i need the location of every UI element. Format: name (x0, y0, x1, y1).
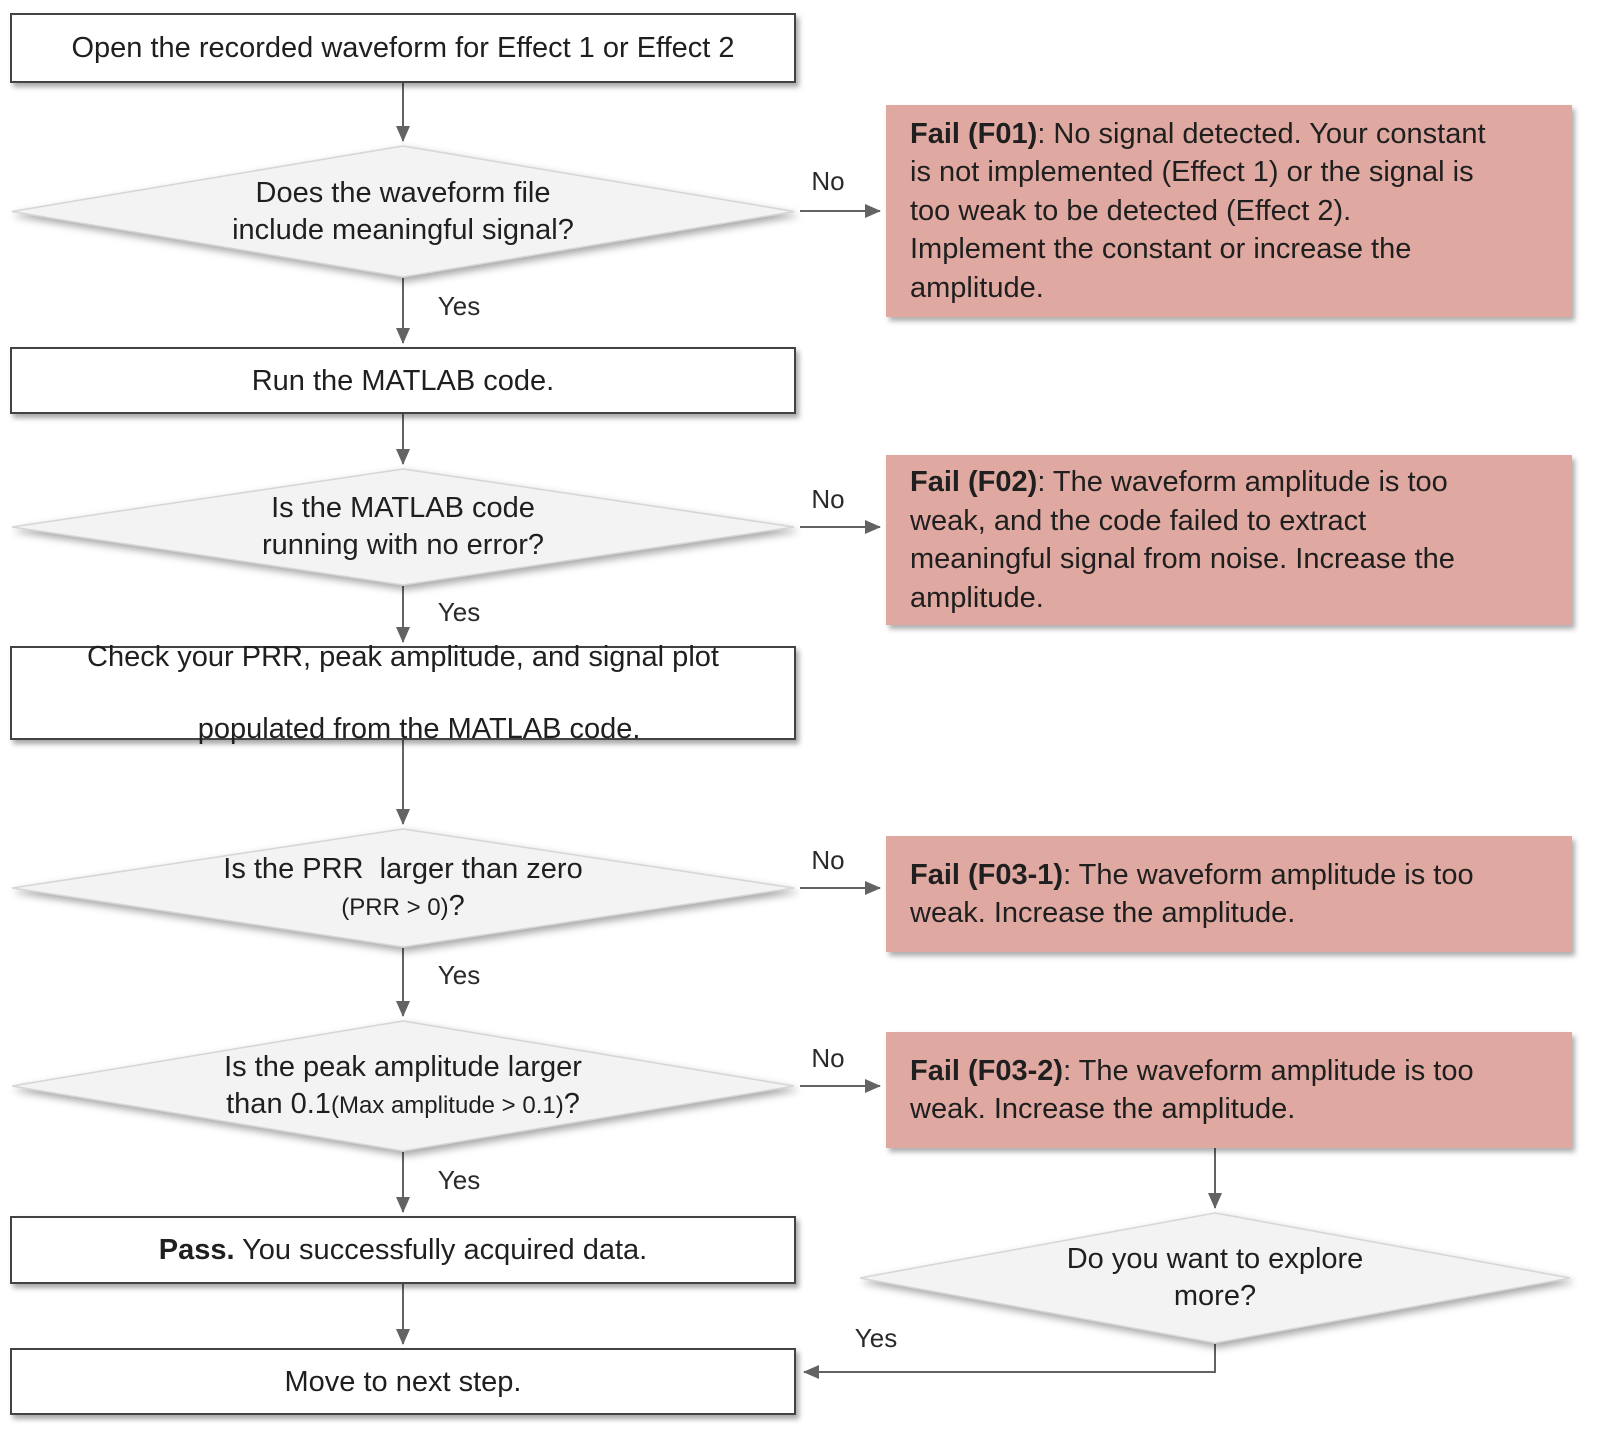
decision-explore-more-text: Do you want to explore more? (1066, 1243, 1364, 1312)
fail-f02-box: Fail (F02): The waveform amplitude is to… (886, 455, 1572, 625)
decision-peak-amplitude-text: Is the peak amplitude larger than 0.1(Ma… (224, 1050, 582, 1120)
edge-label-yes-3: Yes (437, 960, 481, 990)
fail-f03-2-title: Fail (F03-2) (910, 1054, 1064, 1087)
run-matlab-label: Run the MATLAB code. (251, 364, 555, 397)
start-box-label: Open the recorded waveform for Effect 1 … (71, 32, 735, 64)
move-next-step-label: Move to next step. (284, 1365, 522, 1398)
fail-f02-title: Fail (F02) (910, 466, 1038, 498)
edge-label-yes-4: Yes (437, 1165, 481, 1195)
pass-box: Pass. You successfully acquired data. (10, 1216, 796, 1284)
decision-no-error-text: Is the MATLAB code running with no error… (261, 492, 545, 561)
decision-peak-amplitude: Is the peak amplitude larger than 0.1(Ma… (10, 1020, 796, 1152)
run-matlab-box: Run the MATLAB code. (10, 347, 796, 414)
edge-label-yes-explore: Yes (854, 1323, 898, 1353)
fail-f03-1-title: Fail (F03-1) (910, 858, 1064, 891)
decision-prr-positive-text: Is the PRR larger than zero (PRR > 0)? (223, 852, 583, 922)
check-results-box: Check your PRR, peak amplitude, and sign… (10, 641, 796, 745)
fail-f03-2-box: Fail (F03-2): The waveform amplitude is … (886, 1032, 1572, 1148)
move-next-step-box: Move to next step. (10, 1348, 796, 1415)
edge-label-no-1: No (811, 166, 845, 196)
fail-f02-text: : The waveform amplitude is too weak, an… (910, 466, 1455, 614)
decision-meaningful-signal: Does the waveform file include meaningfu… (10, 145, 796, 278)
decision-no-error: Is the MATLAB code running with no error… (10, 468, 796, 586)
start-box: Open the recorded waveform for Effect 1 … (10, 13, 796, 83)
edge-label-no-4: No (811, 1043, 845, 1073)
pass-title: Pass. (158, 1234, 235, 1266)
check-results-line1: Check your PRR, peak amplitude, and sign… (87, 641, 719, 673)
edge-label-yes-2: Yes (437, 597, 481, 627)
check-results-line2: populated from the MATLAB code. (197, 713, 641, 745)
decision-explore-more: Do you want to explore more? (858, 1212, 1572, 1344)
fail-f03-1-text: : The waveform amplitude is too weak. In… (910, 858, 1474, 930)
edge-label-no-2: No (811, 484, 845, 514)
decision-meaningful-signal-text: Does the waveform file include meaningfu… (232, 176, 574, 246)
pass-text: You successfully acquired data. (234, 1234, 648, 1266)
fail-f01-box: Fail (F01): No signal detected. Your con… (886, 105, 1572, 317)
fail-f03-2-text: : The waveform amplitude is too weak. In… (910, 1054, 1474, 1126)
edge-label-yes-1: Yes (437, 291, 481, 321)
edge-label-no-3: No (811, 845, 845, 875)
decision-prr-positive: Is the PRR larger than zero (PRR > 0)? (10, 828, 796, 948)
fail-f01-text: : No signal detected. Your constant is n… (910, 117, 1486, 304)
fail-f01-title: Fail (F01) (910, 117, 1038, 150)
fail-f03-1-box: Fail (F03-1): The waveform amplitude is … (886, 836, 1572, 952)
